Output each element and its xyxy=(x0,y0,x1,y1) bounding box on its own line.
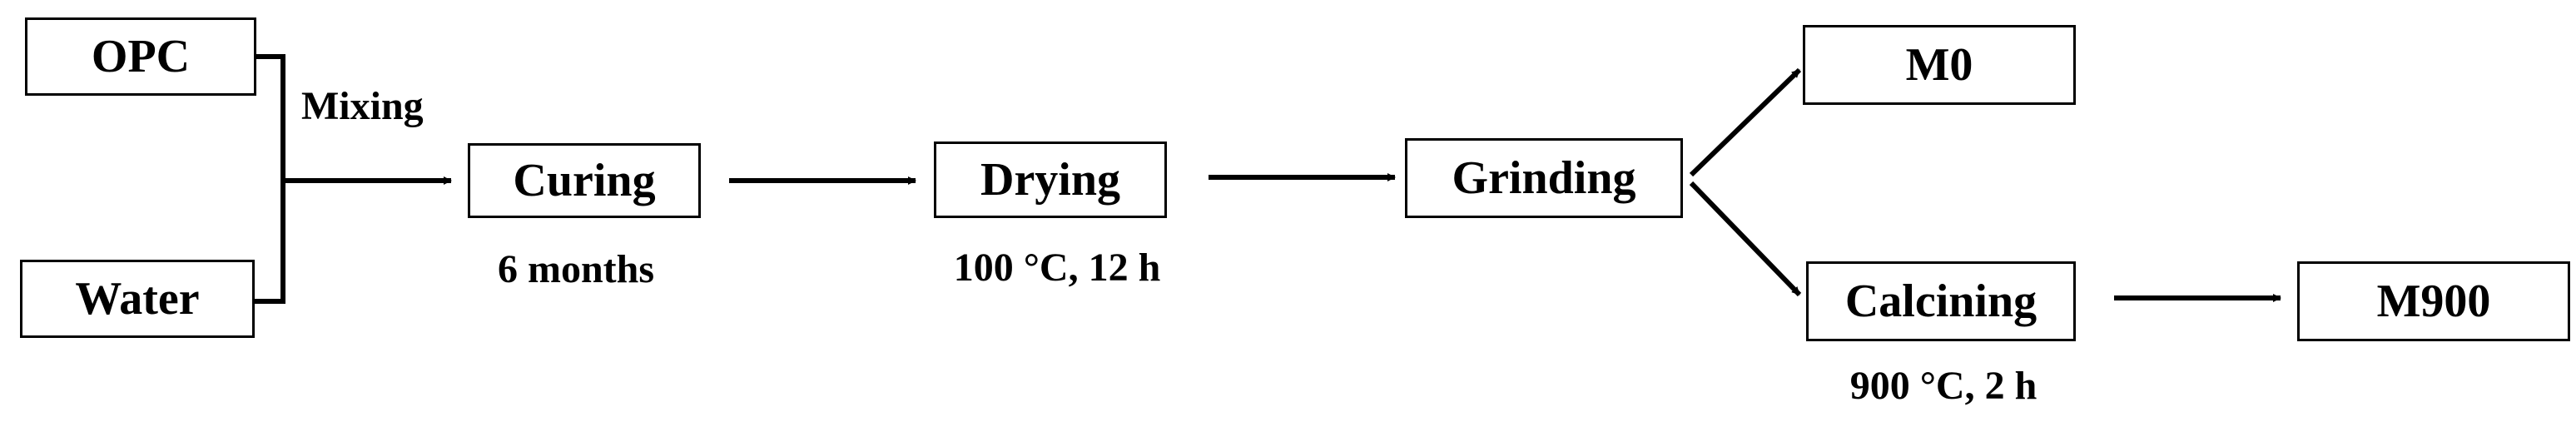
m900-box: M900 xyxy=(2297,261,2570,341)
arrow-grinding-to-calcining xyxy=(1689,181,1802,297)
opc-box: OPC xyxy=(25,17,256,96)
m0-box: M0 xyxy=(1803,25,2076,105)
curing-condition-label: 6 months xyxy=(497,247,655,291)
drying-box: Drying xyxy=(934,142,1167,218)
curing-box: Curing xyxy=(468,143,701,218)
arrow-grinding-to-m0 xyxy=(1689,67,1802,177)
water-box: Water xyxy=(20,260,255,338)
grinding-box: Grinding xyxy=(1405,138,1683,218)
mixing-bracket xyxy=(255,54,285,304)
mixing-label: Mixing xyxy=(301,84,424,128)
calcining-box: Calcining xyxy=(1806,261,2076,341)
calcining-condition-label: 900 °C, 2 h xyxy=(1849,364,2037,408)
drying-condition-label: 100 °C, 12 h xyxy=(953,246,1161,290)
